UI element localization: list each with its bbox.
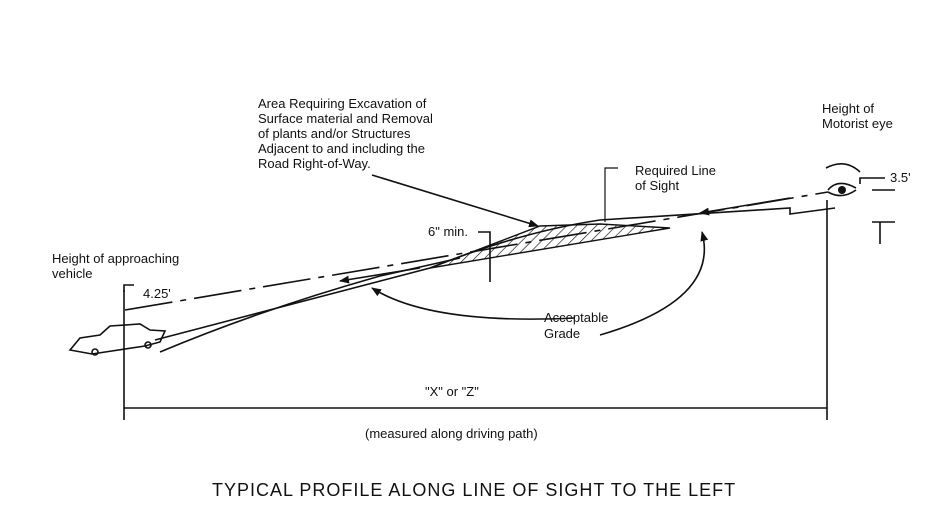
excavation-note-line-1: Area Requiring Excavation of [258, 96, 427, 111]
acceptable-grade-label-1: Acceptable [544, 310, 608, 325]
grade-leader-left [371, 287, 576, 320]
six-inch-min-marker [478, 231, 491, 282]
acceptable-grade-label-2: Grade [544, 326, 580, 341]
six-inch-min-label: 6" min. [428, 224, 468, 239]
sight-direction-arrow [339, 267, 421, 284]
vehicle-icon [68, 323, 167, 356]
excavation-note-line-5: Road Right-of-Way. [258, 156, 371, 171]
required-sight-label-1: Required Line [635, 163, 716, 178]
excavation-note-line-2: Surface material and Removal [258, 111, 433, 126]
eye-icon [825, 163, 861, 197]
vehicle-height-marker [123, 284, 134, 292]
approaching-vehicle-label-2: vehicle [52, 266, 92, 281]
measured-note: (measured along driving path) [365, 426, 538, 441]
grade-leader-right [599, 231, 709, 336]
required-sight-label-2: of Sight [635, 178, 679, 193]
approaching-vehicle-label-1: Height of approaching [52, 251, 179, 266]
distance-label: "X" or "Z" [425, 384, 479, 399]
motorist-eye-label-2: Motorist eye [822, 116, 893, 131]
eye-height-label: 3.5' [890, 170, 911, 185]
vehicle-height-label: 4.25' [143, 286, 171, 301]
sight-direction-arrow [699, 197, 791, 216]
diagram-caption: TYPICAL PROFILE ALONG LINE OF SIGHT TO T… [212, 480, 736, 500]
eye-height-marker [859, 177, 895, 244]
motorist-eye-label-1: Height of [822, 101, 874, 116]
excavation-note-line-3: of plants and/or Structures [258, 126, 411, 141]
excavation-leader [371, 174, 539, 228]
sight-line-leader [604, 167, 618, 222]
excavation-note-line-4: Adjacent to and including the [258, 141, 425, 156]
road-profile [154, 207, 836, 353]
